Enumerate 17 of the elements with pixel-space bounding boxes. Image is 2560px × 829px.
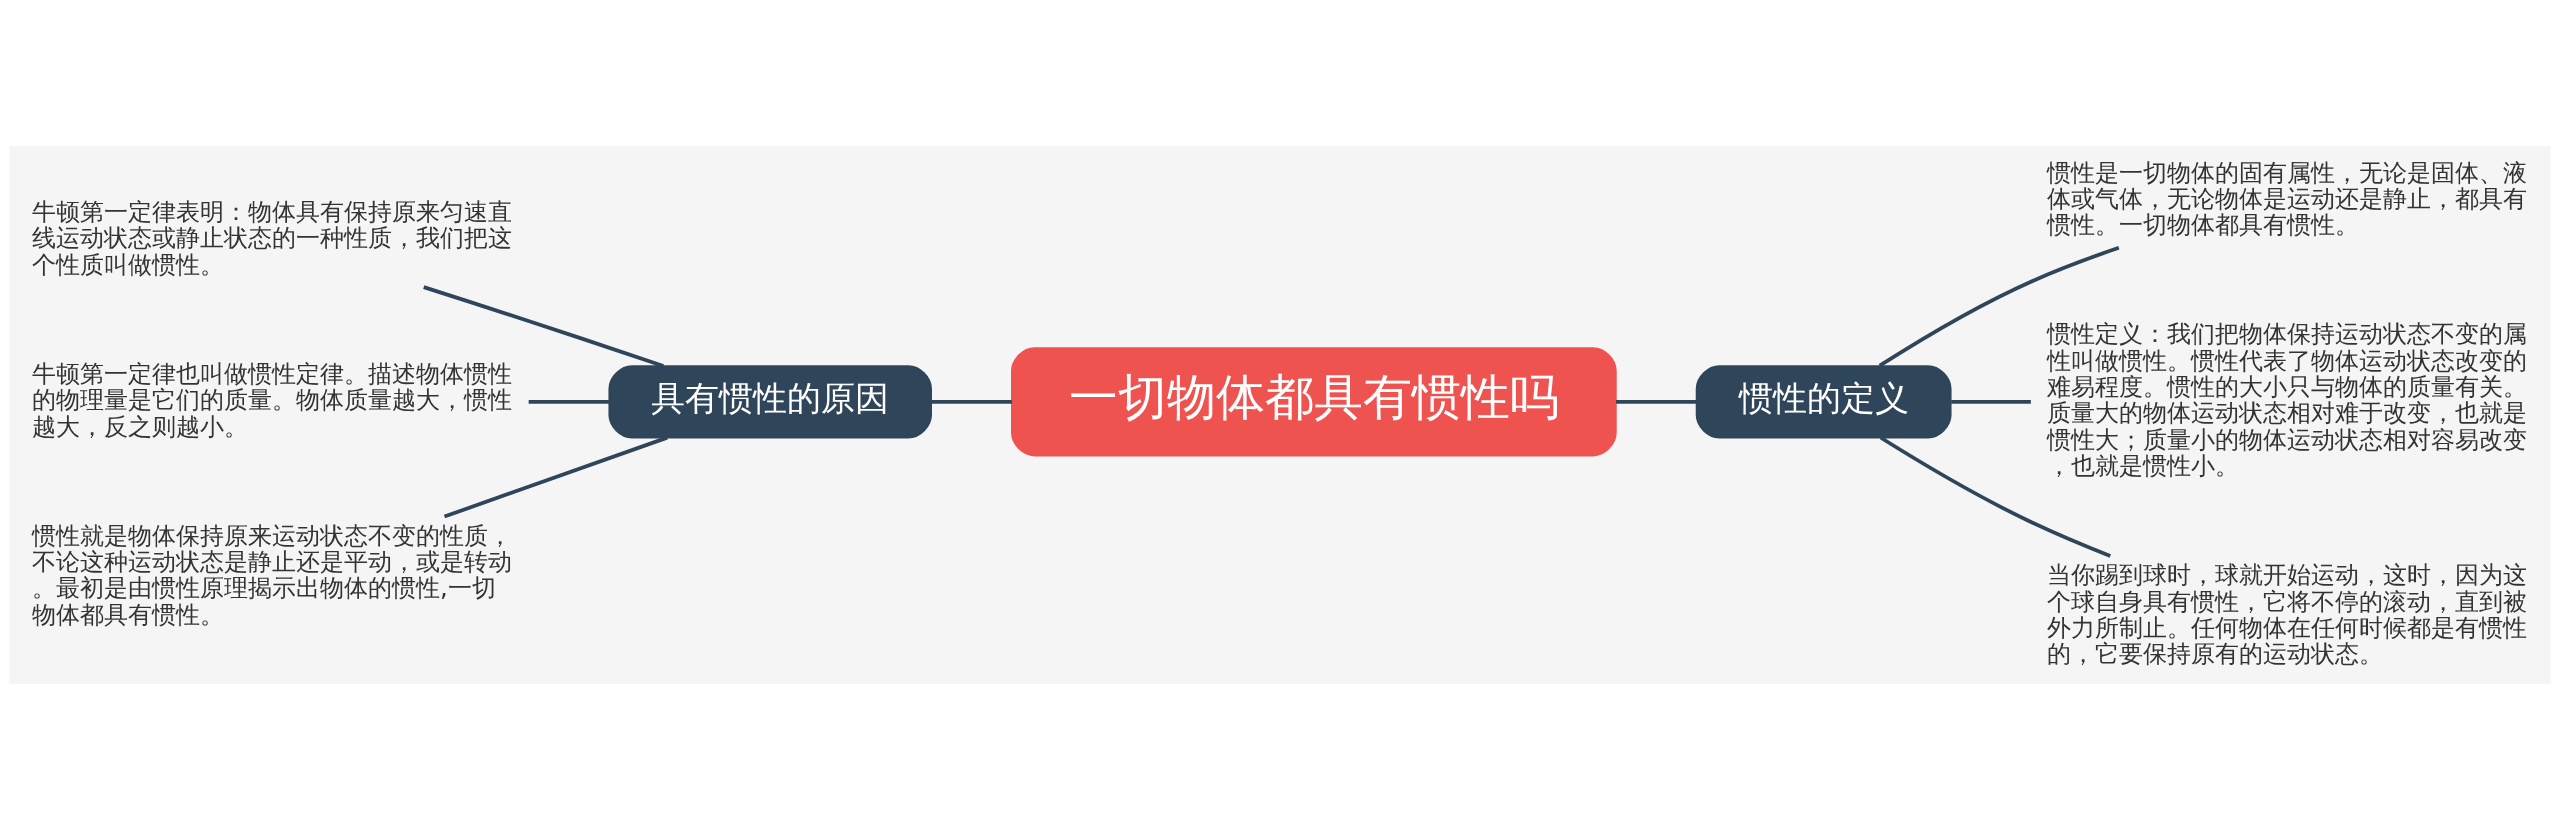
node-text: 惯性定义：我们把物体保持运动状态不变的属性叫做惯性。惯性代表了物体运动状态改变的难易程度。惯性的大小只与物体的质量有关。质量大的物体运动状态相对难于改变，也就是惯性大；质量小的物体运动状态相对容易改变，也就是惯性小。	[2046, 318, 2527, 480]
connector	[1879, 435, 2111, 558]
node-text: 惯性就是物体保持原来运动状态不变的性质，不论这种运动状态是静止还是平动，或是转动。最初是由惯性原理揭示出物体的惯性,一切物体都具有惯性。	[31, 520, 512, 629]
node-box: 一切物体都具有惯性吗	[1011, 346, 1617, 456]
connector	[1615, 399, 1697, 404]
connector	[931, 399, 1012, 404]
node-box: 具有惯性的原因	[608, 364, 932, 438]
connector	[423, 284, 664, 368]
node-text: 牛顿第一定律也叫做惯性定律。描述物体惯性的物理量是它们的质量。物体质量越大，惯性越大，反之则越小。	[31, 358, 512, 441]
connector	[1878, 245, 2120, 367]
node-text: 惯性是一切物体的固有属性，无论是固体、液体或气体，无论物体是运动还是静止，都具有惯性。一切物体都具有惯性。	[2046, 157, 2527, 239]
node-text: 当你踢到球时，球就开始运动，这时，因为这个球自身具有惯性，它将不停的滚动，直到被外力所制止。任何物体在任何时候都是有惯性的，它要保持原有的运动状态。	[2046, 559, 2527, 668]
node-box: 惯性的定义	[1695, 364, 1952, 438]
connector	[443, 435, 668, 518]
node-text: 牛顿第一定律表明：物体具有保持原来匀速直线运动状态或静止状态的一种性质，我们把这个性质叫做惯性。	[31, 196, 512, 279]
connector	[1951, 399, 2031, 404]
connector	[528, 399, 610, 404]
